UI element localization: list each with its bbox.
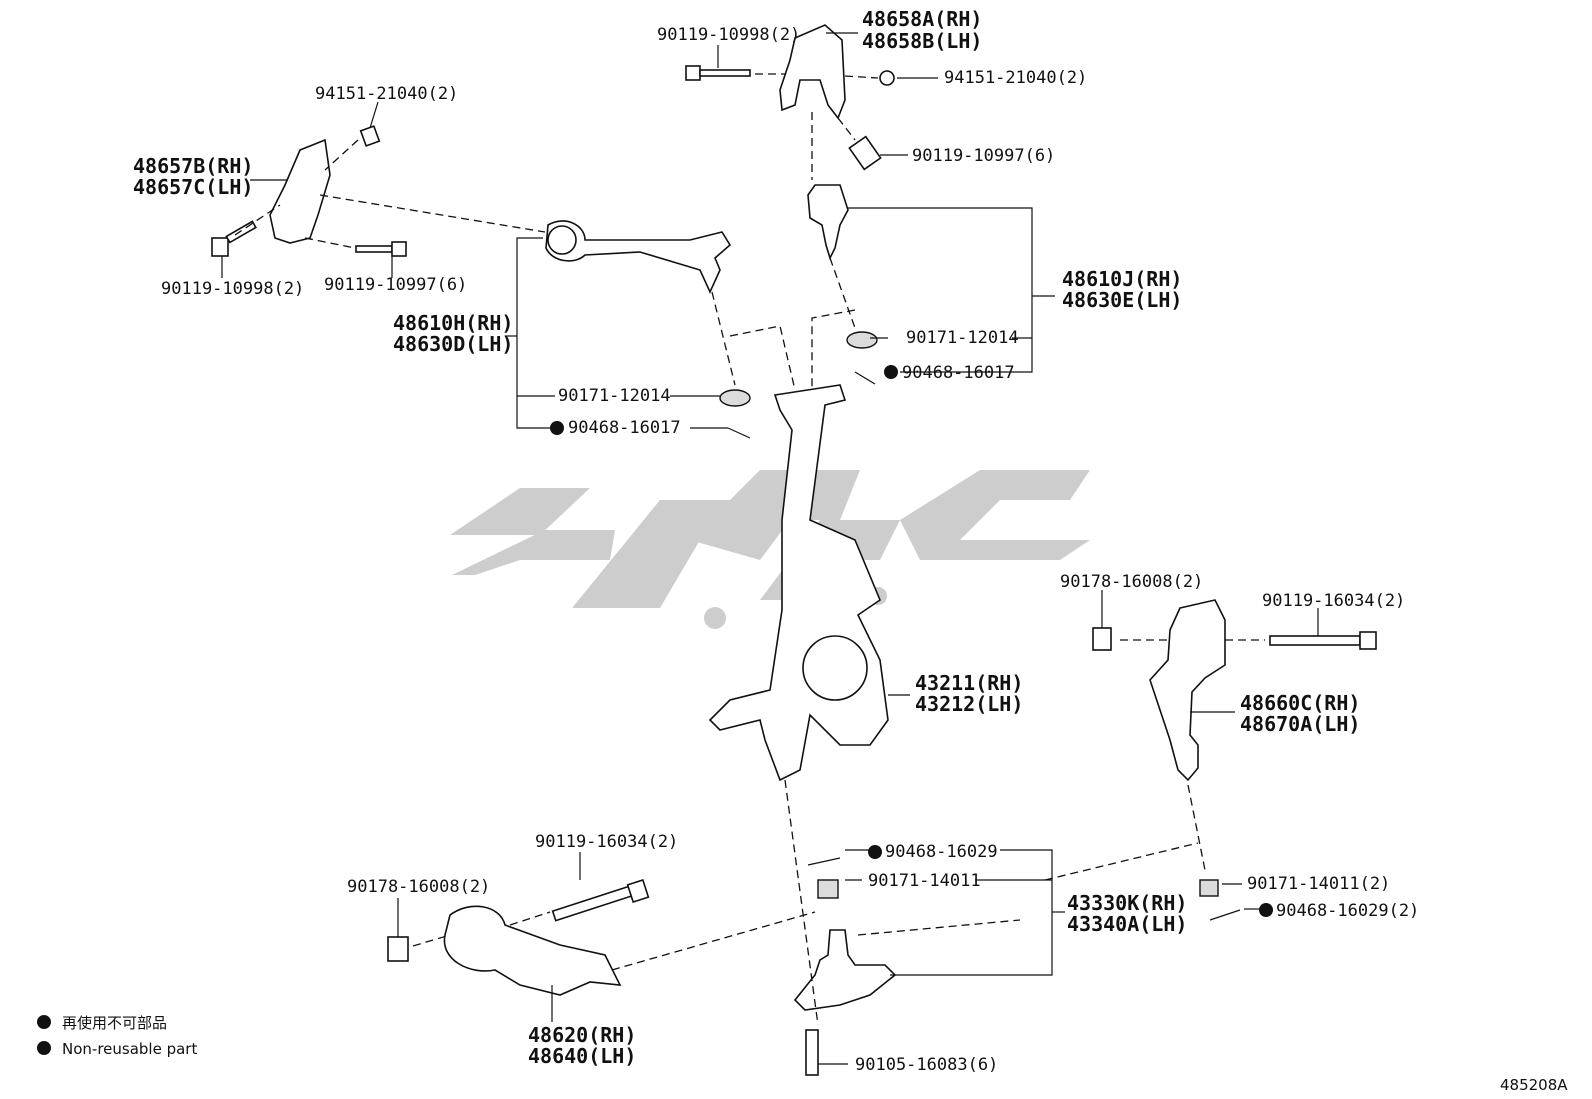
part-label: 48620(RH)	[528, 1023, 636, 1047]
nut-90178-right	[1092, 627, 1112, 651]
part-label: 43330K(RH)	[1067, 891, 1187, 915]
part-label: 48610H(RH)	[393, 311, 513, 335]
cotter-pin-90468-16029-left	[807, 857, 841, 866]
part-label: 48658A(RH)	[862, 7, 982, 31]
legend-jp: 再使用不可部品	[62, 1014, 167, 1032]
steering-knuckle	[708, 384, 889, 782]
legend: 再使用不可部品 Non-reusable part	[37, 1014, 197, 1058]
lower-ball-joint	[793, 929, 897, 1011]
nut-90171-12014-right	[846, 331, 878, 349]
filled-circle-icon	[37, 1015, 51, 1029]
knuckle-hub-bore	[802, 635, 868, 701]
part-label: 43211(RH)	[915, 671, 1023, 695]
part-label: 90468-16029(2)	[1276, 901, 1419, 921]
part-label: 48660C(RH)	[1240, 691, 1360, 715]
nut-94151-left	[359, 125, 381, 147]
part-label: 90468-16029	[885, 842, 998, 862]
cotter-pin-90468-16029-right	[1209, 909, 1241, 921]
bolt-90119-10997-top	[848, 135, 882, 171]
part-label: 90171-14011	[868, 871, 981, 891]
diagram-number: 485208A	[1500, 1076, 1568, 1094]
leader-lines	[221, 32, 1319, 1065]
part-label: 90119-10997(6)	[324, 275, 467, 295]
filled-circle-icon	[37, 1041, 51, 1055]
filled-circle-icon	[868, 845, 882, 859]
nut-90171-14011-left	[817, 879, 839, 899]
nut-94151-top	[879, 70, 895, 86]
part-label: 90468-16017	[902, 363, 1015, 383]
part-label: 48657B(RH)	[133, 154, 253, 178]
part-label: 48670A(LH)	[1240, 712, 1360, 736]
cotter-pin-right	[854, 371, 876, 385]
upper-arm-bracket-left	[269, 138, 331, 244]
filled-circle-icon	[884, 365, 898, 379]
cotter-pin-left	[727, 427, 751, 439]
part-label: 48630D(LH)	[393, 332, 513, 356]
part-label: 90178-16008(2)	[347, 877, 490, 897]
part-label: 43212(LH)	[915, 692, 1023, 716]
non-reusable-markers	[550, 365, 1273, 917]
part-label: 48657C(LH)	[133, 175, 253, 199]
bolt-90105-16083	[805, 1029, 819, 1076]
part-label: 90119-10998(2)	[657, 25, 800, 45]
part-label: 90119-16034(2)	[1262, 591, 1405, 611]
part-label: 90119-10998(2)	[161, 279, 304, 299]
bolt-90119-16034-left	[551, 878, 650, 922]
part-label: 90468-16017	[568, 418, 681, 438]
part-label: 48640(LH)	[528, 1044, 636, 1068]
filled-circle-icon	[550, 421, 564, 435]
part-label: 94151-21040(2)	[315, 84, 458, 104]
upper-arm-bracket-rh	[779, 24, 846, 120]
nut-90178-left	[387, 936, 409, 962]
assembly-lines	[234, 73, 1265, 1026]
part-label: 90171-12014	[906, 328, 1019, 348]
part-label: 90171-12014	[558, 386, 671, 406]
upper-control-arm-right	[807, 184, 849, 261]
part-label: 90119-10997(6)	[912, 146, 1055, 166]
watermark-logo	[450, 470, 1090, 629]
bolt-90119-10998-top	[685, 65, 751, 81]
part-label: 48658B(LH)	[862, 29, 982, 53]
part-label: 94151-21040(2)	[944, 68, 1087, 88]
part-label: 90178-16008(2)	[1060, 572, 1203, 592]
lower-arm-left	[443, 905, 622, 996]
lower-arm-right	[1149, 599, 1226, 782]
nut-90171-12014-left	[719, 389, 751, 407]
part-label: 90105-16083(6)	[855, 1055, 998, 1075]
bolt-90119-16034-right	[1269, 631, 1377, 650]
bolt-90119-10997-left	[355, 241, 407, 257]
nut-90171-14011-right	[1199, 879, 1219, 897]
part-label: 48610J(RH)	[1062, 267, 1182, 291]
legend-en: Non-reusable part	[62, 1040, 197, 1058]
part-label: 90119-16034(2)	[535, 832, 678, 852]
part-label: 48630E(LH)	[1062, 288, 1182, 312]
part-label: 43340A(LH)	[1067, 912, 1187, 936]
bolt-90119-10998-left	[211, 220, 257, 257]
part-label: 90171-14011(2)	[1247, 874, 1390, 894]
filled-circle-icon	[1259, 903, 1273, 917]
